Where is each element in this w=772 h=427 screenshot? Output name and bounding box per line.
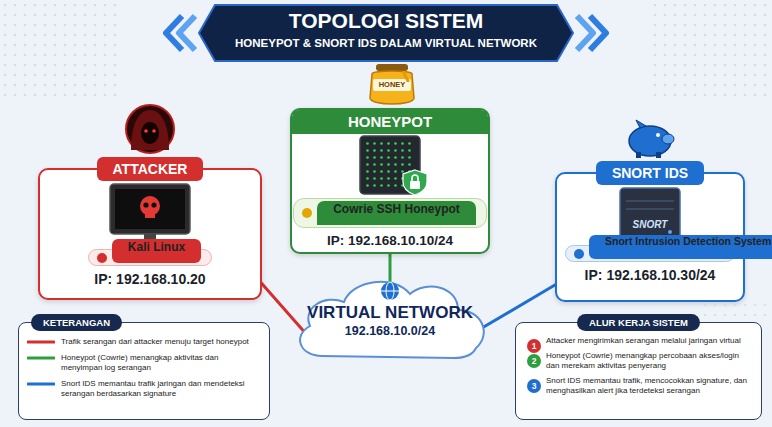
snort-pig-icon [629, 126, 671, 156]
legend-line-sample [28, 357, 54, 360]
dot-texture [648, 4, 768, 104]
snort-pig-icon [662, 134, 674, 144]
label-wrap: 2 [527, 354, 541, 368]
node-heading: Snort Intrusion Detection System [589, 235, 772, 259]
node-heading: HONEYPOT [292, 110, 488, 134]
os-badge: Kali Linux [88, 249, 212, 266]
network-cloud: VIRTUAL NETWORK192.168.10.0/24 [290, 272, 490, 368]
dot-texture [4, 4, 768, 320]
honey-jar-icon [373, 79, 411, 91]
node-heading: VIRTUAL NETWORK [307, 303, 473, 323]
node-text: IP: 192.168.10.30/24 [585, 266, 716, 284]
node-text: 192.168.10.0/24 [345, 324, 435, 339]
legend-text: Honeypot (Cowrie) menangkap aktivitas da… [61, 353, 261, 373]
legend-row: Honeypot (Cowrie) menangkap aktivitas da… [27, 353, 261, 373]
step-text: Snort IDS memantau trafik, mencocokkan s… [524, 376, 753, 396]
cloud-outline [300, 282, 484, 358]
legend-panel: KETERANGANTrafik serangan dari attacker … [18, 322, 270, 420]
diagram-title: TOPOLOGI SISTEM [0, 8, 772, 34]
label-wrap: HONEYPOT & SNORT IDS DALAM VIRTUAL NETWO… [0, 37, 772, 49]
honeypot-box: HONEYPOT Cowrie SSH HoneypotIP: 192.168.1… [290, 108, 490, 254]
legend-text: Snort IDS memantau trafik jaringan dan m… [61, 379, 261, 399]
legend-text: Trafik serangan dari attacker menuju tar… [61, 337, 249, 347]
snort-pig-icon [636, 120, 646, 128]
step-text: Honeypot (Cowrie) menangkap percobaan ak… [524, 351, 753, 371]
workflow-panel: ALUR KERJA SISTEMAttacker mengirimkan se… [515, 322, 762, 420]
title-banner [590, 16, 606, 50]
legend-line [27, 379, 55, 389]
jar-label: HONEY [373, 80, 411, 90]
legend-line [27, 337, 55, 347]
node-heading: Cowrie SSH Honeypot [317, 201, 476, 225]
dot-texture [4, 4, 124, 104]
snort-pig-icon [656, 152, 661, 158]
legend-row: Snort IDS memantau trafik jaringan dan m… [27, 379, 261, 399]
hacker-icon [141, 122, 159, 144]
dot-texture [700, 300, 768, 320]
callout-number: 1 [527, 339, 541, 353]
honey-jar-icon [376, 64, 408, 71]
node-text: IP: 192.168.10.10/24 [327, 232, 453, 250]
legend-row: Trafik serangan dari attacker menuju tar… [27, 337, 261, 347]
node-heading: Kali Linux [112, 239, 201, 263]
node-heading: KETERANGAN [31, 314, 122, 331]
callout-number: 2 [527, 354, 541, 368]
attacker-box: ATTACKERKali LinuxIP: 192.168.10.20 [38, 168, 262, 300]
node-heading: SNORT IDS [596, 161, 704, 185]
legend-line [27, 353, 55, 363]
ids-box: SNORT IDSSnort Intrusion Detection Syste… [555, 172, 745, 302]
network-link [389, 254, 392, 282]
honey-jar-icon [370, 71, 414, 104]
subtitle: HONEYPOT & SNORT IDS DALAM VIRTUAL NETWO… [0, 37, 772, 49]
title-banner [166, 16, 182, 50]
hacker-icon [131, 110, 169, 150]
label-wrap: 3 [527, 379, 541, 393]
label-wrap: SNORT [620, 219, 680, 230]
node-text: IP: 192.168.10.20 [94, 270, 205, 288]
node-heading: ATTACKER [97, 157, 204, 181]
callout-number: 3 [527, 379, 541, 393]
title-banner [577, 16, 593, 50]
snort-pig-icon [636, 152, 641, 158]
snort-pig-icon [656, 133, 660, 137]
hacker-icon [126, 105, 174, 153]
step-text: Attacker mengirimkan serangan melalui ja… [524, 336, 753, 346]
hacker-icon [152, 129, 156, 133]
honey-jar-icon [370, 64, 414, 104]
service-badge: Snort Intrusion Detection System [565, 245, 735, 262]
hacker-icon [144, 129, 148, 133]
server-logo-text: SNORT [620, 219, 680, 230]
title-wrap: TOPOLOGI SISTEM [0, 8, 772, 34]
badge-slot: Kali Linux [88, 247, 212, 266]
label-wrap: HONEY [373, 80, 411, 90]
label-wrap: 1 [527, 339, 541, 353]
badge-slot: Cowrie SSH Honeypot [293, 196, 487, 228]
legend-line-sample [28, 383, 54, 386]
node-heading: ALUR KERJA SISTEM [577, 314, 700, 331]
legend-line-sample [28, 341, 54, 344]
hacker-icon [126, 105, 174, 153]
title-banner [179, 16, 195, 50]
snort-pig-icon [629, 120, 674, 158]
service-badge: Cowrie SSH Honeypot [293, 198, 487, 228]
badge-slot: Snort Intrusion Detection System [565, 243, 735, 262]
